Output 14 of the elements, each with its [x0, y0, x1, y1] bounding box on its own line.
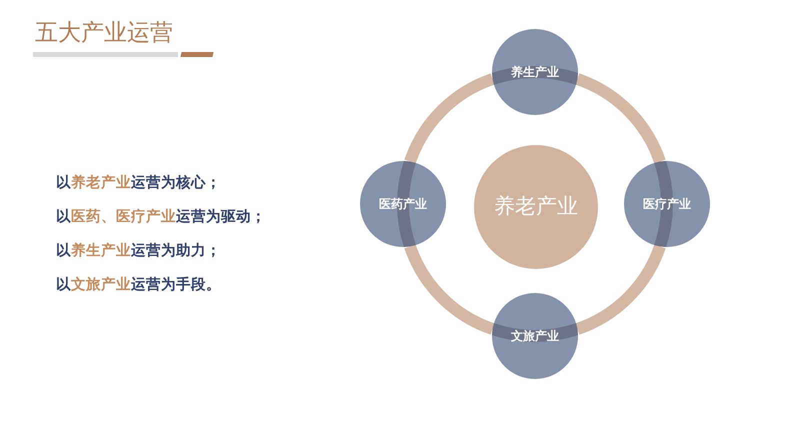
statement-text: 以医药、医疗产业运营为驱动；	[56, 208, 266, 226]
ring-arc-connector	[404, 73, 495, 164]
node-label: 养老产业	[494, 194, 578, 220]
node-label: 文旅产业	[511, 328, 559, 344]
page-title: 五大产业运营	[35, 18, 173, 47]
ring-arc-connector	[575, 244, 666, 335]
statement-text: 以养老产业运营为核心；	[56, 174, 222, 192]
ring-arc-connector	[404, 244, 495, 335]
statement-text: 以文旅产业运营为手段。	[56, 276, 222, 294]
node-label: 医疗产业	[643, 196, 691, 212]
node-label: 养生产业	[511, 64, 559, 80]
node-label: 医药产业	[379, 196, 427, 212]
statement-text: 以养生产业运营为助力；	[56, 242, 222, 260]
ring-arc-connector	[575, 73, 666, 164]
